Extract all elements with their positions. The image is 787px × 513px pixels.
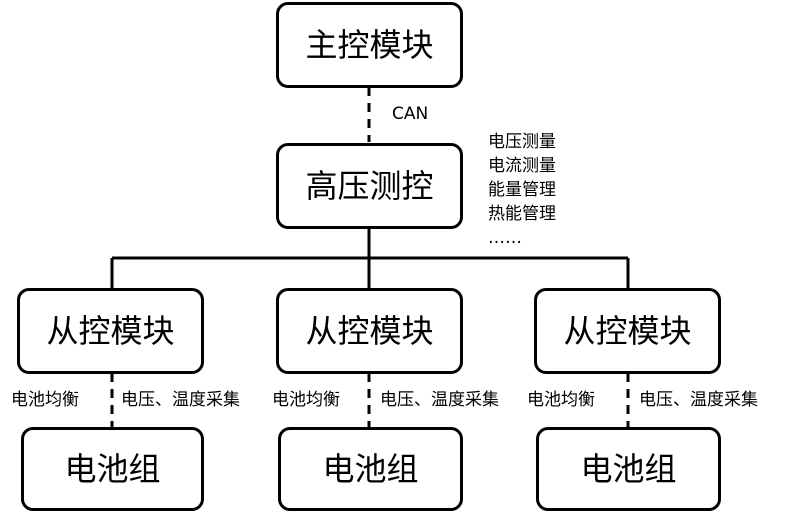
balancing-label-1: 电池均衡	[11, 390, 79, 410]
hv-function-item: 电压测量	[488, 132, 556, 152]
balancing-label-2: 电池均衡	[272, 390, 340, 410]
slave-module-box-1: 从控模块	[17, 288, 204, 374]
can-label: CAN	[392, 104, 429, 124]
battery-pack-label: 电池组	[64, 450, 161, 488]
slave-module-box-3: 从控模块	[534, 288, 721, 374]
battery-pack-box-3: 电池组	[536, 427, 721, 511]
sampling-label-3: 电压、温度采集	[639, 390, 758, 410]
hv-function-list: 电压测量 电流测量 能量管理 热能管理 ……	[488, 130, 556, 250]
hv-function-item: 电流测量	[488, 156, 556, 176]
slave-module-box-2: 从控模块	[276, 288, 463, 374]
main-control-module-label: 主控模块	[305, 26, 434, 64]
sampling-label-1: 电压、温度采集	[121, 390, 240, 410]
balancing-label-3: 电池均衡	[527, 390, 595, 410]
hv-function-item: ……	[488, 228, 522, 248]
sampling-label-2: 电压、温度采集	[380, 390, 499, 410]
battery-pack-label: 电池组	[322, 450, 419, 488]
hv-function-item: 热能管理	[488, 204, 556, 224]
main-control-module-box: 主控模块	[276, 2, 463, 88]
hv-measurement-control-label: 高压测控	[305, 167, 434, 205]
slave-module-label: 从控模块	[46, 312, 175, 350]
battery-pack-box-2: 电池组	[278, 427, 463, 511]
hv-measurement-control-box: 高压测控	[276, 143, 463, 229]
slave-module-label: 从控模块	[305, 312, 434, 350]
hv-function-item: 能量管理	[488, 180, 556, 200]
battery-pack-label: 电池组	[580, 450, 677, 488]
battery-pack-box-1: 电池组	[21, 427, 204, 511]
slave-module-label: 从控模块	[563, 312, 692, 350]
